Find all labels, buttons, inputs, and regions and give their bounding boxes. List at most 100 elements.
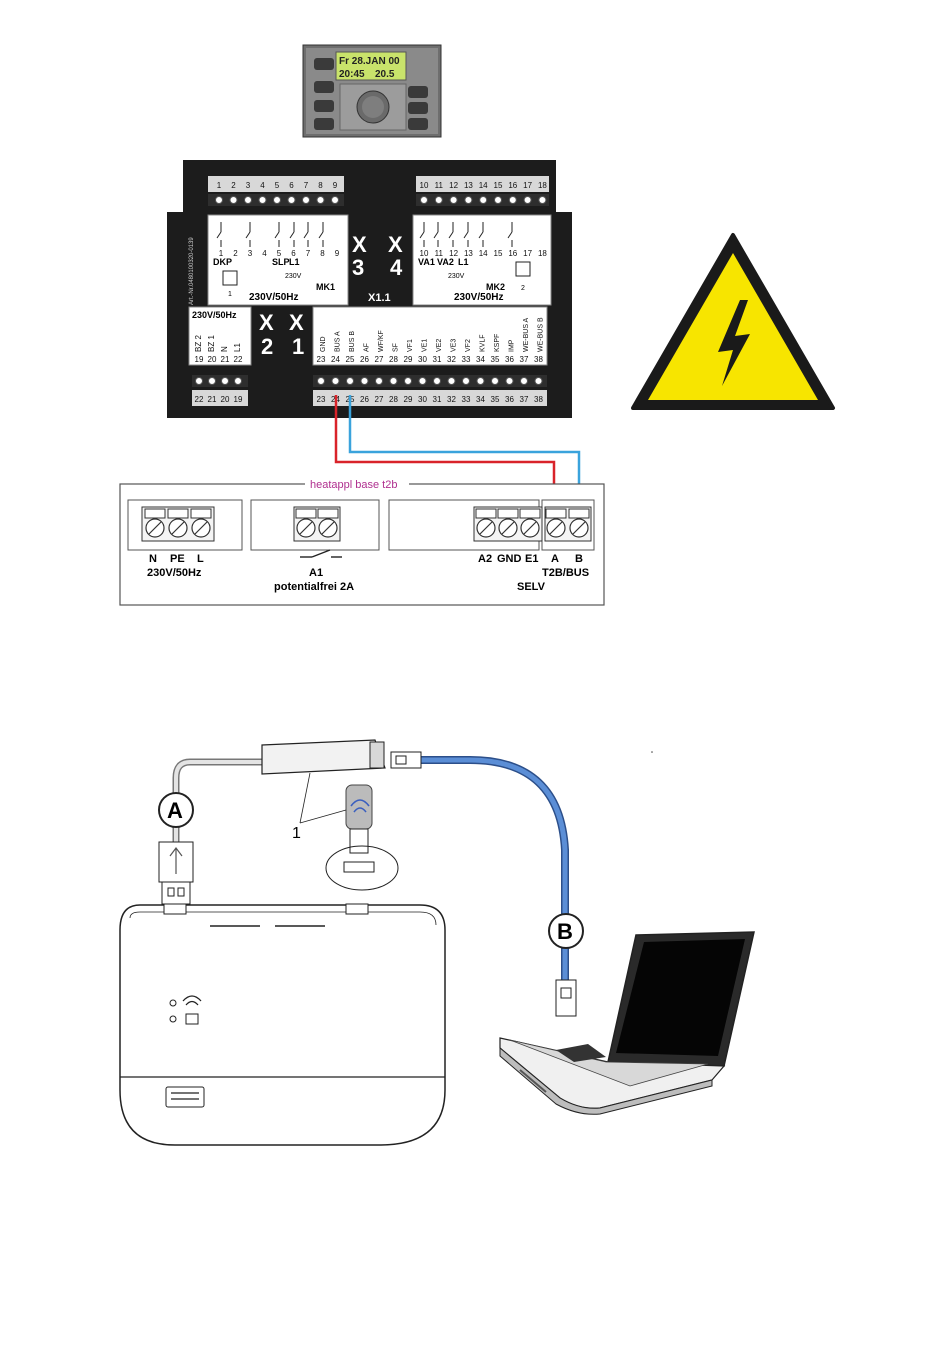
terminal-number: 35 xyxy=(491,395,500,404)
x1-terminal-label: IMP xyxy=(509,339,516,352)
svg-text:X: X xyxy=(259,310,274,335)
x2-terminal-number: 22 xyxy=(234,355,243,364)
terminal-number: 18 xyxy=(538,181,547,190)
label-bus-b: B xyxy=(575,553,583,565)
terminal-screw xyxy=(534,377,543,385)
terminal-screw xyxy=(317,377,325,385)
x1-terminal-number: 26 xyxy=(360,355,369,364)
mk2-block xyxy=(412,214,552,306)
mk1-signal-dkp: DKP xyxy=(213,257,232,267)
x2-terminal-label: N xyxy=(220,346,229,352)
controller-button xyxy=(408,86,428,98)
terminal-screw xyxy=(221,377,229,385)
terminal-number: 14 xyxy=(479,181,488,190)
relay-switch-icon xyxy=(274,231,280,239)
x1-terminal-label: KVLF xyxy=(480,334,487,352)
top-terminal-strip-right xyxy=(416,176,549,192)
svg-text:2: 2 xyxy=(261,334,273,359)
setup-illustration: 1 A B xyxy=(119,739,755,1146)
terminal-screw xyxy=(491,377,499,385)
mk2-230v: 230V xyxy=(448,273,465,280)
mk2-terminal-number: 15 xyxy=(494,249,503,258)
terminal-screw xyxy=(464,196,473,204)
terminal-number: 29 xyxy=(404,395,413,404)
mk2-voltage: 230V/50Hz xyxy=(454,292,503,303)
label-a2: A2 xyxy=(478,553,492,565)
mk2-terminal-number: 10 xyxy=(420,249,429,258)
x1-terminal-number: 38 xyxy=(534,355,543,364)
terminal-number: 6 xyxy=(289,181,294,190)
x2-terminal-number: 19 xyxy=(195,355,204,364)
terminal-number: 15 xyxy=(494,181,503,190)
mk1-terminal-number: 6 xyxy=(291,249,296,258)
x1-terminal-number: 28 xyxy=(389,355,398,364)
article-number: Art.-Nr.0480100320-0139 xyxy=(189,237,195,305)
mk2-signal-va1: VA1 xyxy=(418,257,435,267)
laptop-icon xyxy=(499,931,755,1115)
x3-label-x: X xyxy=(352,232,367,257)
terminal-number: 12 xyxy=(449,181,458,190)
terminal-screw xyxy=(273,196,281,204)
mk2-terminal-number: 17 xyxy=(523,249,532,258)
terminal-number: 5 xyxy=(275,181,280,190)
mk2-sub-number: 2 xyxy=(521,285,525,292)
relay-switch-icon xyxy=(507,231,513,239)
x1-terminal-label: VE3 xyxy=(451,339,458,352)
x1-terminal-label: BUS A xyxy=(335,331,342,352)
x1-terminal-label: VE2 xyxy=(436,339,443,352)
terminal-screw xyxy=(433,377,441,385)
mk2-terminal-number: 12 xyxy=(449,249,458,258)
x2-terminal-label: BZ 2 xyxy=(194,335,203,352)
x2-block xyxy=(188,306,252,366)
terminal-screw xyxy=(389,377,398,385)
x1-terminal-label: WE-BUS B xyxy=(538,317,545,352)
terminal-number: 22 xyxy=(195,395,204,404)
terminal-screw xyxy=(520,377,528,385)
terminal-screw xyxy=(215,196,223,204)
terminal-screw xyxy=(479,196,488,204)
x1-terminal-label: SF xyxy=(393,343,400,352)
terminal-screw xyxy=(462,377,470,385)
relay-switch-icon xyxy=(463,231,469,239)
x2-terminal-label: BZ 1 xyxy=(207,335,216,352)
x11-label: X1.1 xyxy=(368,292,391,304)
mk1-block xyxy=(207,214,349,306)
terminal-screw xyxy=(302,196,310,204)
relay-switch-icon xyxy=(318,231,324,239)
terminal-number: 7 xyxy=(304,181,309,190)
mk1-terminal-number: 5 xyxy=(277,249,282,258)
x2-terminal-number: 20 xyxy=(208,355,217,364)
terminal-number: 23 xyxy=(317,395,326,404)
mk2-terminal-number: 11 xyxy=(435,249,444,258)
mk1-voltage: 230V/50Hz xyxy=(249,292,298,303)
terminal-number: 13 xyxy=(464,181,473,190)
label-230v: 230V/50Hz xyxy=(147,567,202,579)
terminal-number: 37 xyxy=(520,395,529,404)
terminal-number: 17 xyxy=(523,181,532,190)
radiator-icon xyxy=(222,270,238,286)
label-1: 1 xyxy=(292,825,301,842)
blue-bus-wire xyxy=(348,395,581,512)
terminal-screw xyxy=(316,196,325,204)
terminal-number: 34 xyxy=(476,395,485,404)
terminal-screw xyxy=(420,196,428,204)
usb-ethernet-adapter xyxy=(261,739,386,775)
terminal-number: 32 xyxy=(447,395,456,404)
x1-terminal-label: VE1 xyxy=(422,339,429,352)
terminal-number: 38 xyxy=(534,395,543,404)
controller-button xyxy=(314,100,334,112)
label-n: N xyxy=(149,553,157,565)
mk1-terminal-number: 7 xyxy=(306,249,311,258)
terminal-screw xyxy=(244,196,252,204)
mk2-signal-va2: VA2 xyxy=(437,257,454,267)
top-terminal-strip-left xyxy=(208,176,344,192)
x1-terminal-number: 23 xyxy=(317,355,326,364)
gateway-title: heatappl base t2b xyxy=(310,479,397,491)
x1-terminal-number: 30 xyxy=(418,355,427,364)
lcd-line2: 20:45 xyxy=(339,69,365,80)
cable-b-badge xyxy=(548,913,584,949)
label-potentialfrei: potentialfrei 2A xyxy=(274,581,354,593)
x1-terminal-number: 34 xyxy=(476,355,485,364)
gateway-box: heatappl base t2b N PE L 230V/50Hz A1 po… xyxy=(119,476,605,606)
